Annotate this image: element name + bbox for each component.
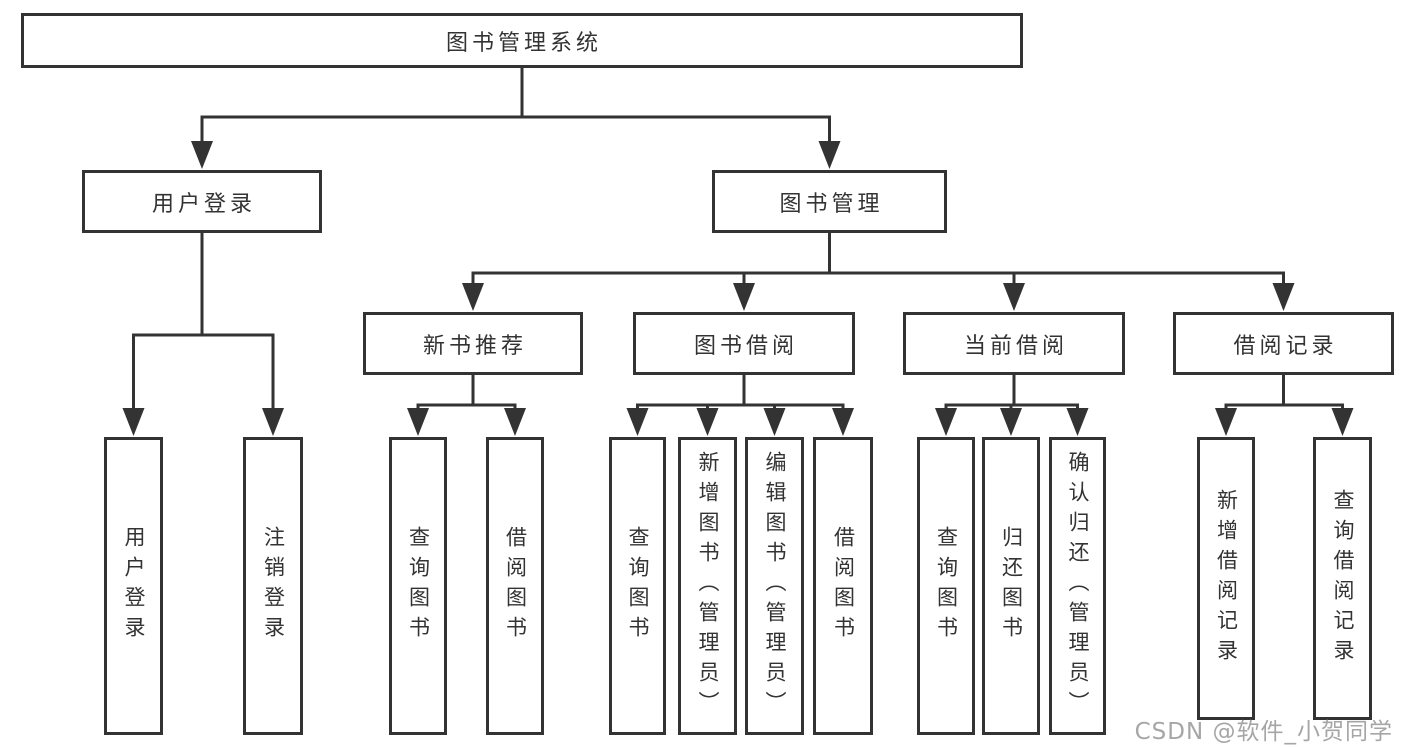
node-leaf-current-confirm-admin: 确认归还（管理员） [1049,437,1106,735]
node-leaf-record-add: 新增借阅记录 [1197,437,1255,720]
node-leaf-borrow-borrow-label: 借阅图书 [831,526,856,646]
node-leaf-newbook-query-label: 查询图书 [406,526,431,646]
node-borrowing-records-label: 借阅记录 [1233,333,1338,359]
node-new-book-recommend: 新书推荐 [363,312,583,375]
node-book-management: 图书管理 [712,170,947,233]
node-leaf-current-query: 查询图书 [917,437,975,735]
node-leaf-current-confirm-admin-label: 确认归还（管理员） [1066,451,1090,721]
node-book-borrowing-label: 图书借阅 [693,333,798,359]
arrowhead [122,408,145,436]
node-user-login: 用户登录 [82,170,322,233]
arrowhead [462,283,484,311]
edge-userlogin-to-leaves [132,231,275,422]
node-leaf-borrow-borrow: 借阅图书 [813,437,873,735]
node-leaf-record-add-label: 新增借阅记录 [1214,488,1239,669]
node-leaf-logout: 注销登录 [243,437,303,735]
arrowhead [504,408,526,436]
arrowhead [935,408,957,436]
node-leaf-current-return-label: 归还图书 [999,526,1024,646]
arrowhead [407,408,429,436]
node-leaf-current-query-label: 查询图书 [934,526,959,646]
edge-level4-shafts [416,403,1344,422]
arrowhead [696,408,719,436]
arrowhead [191,141,213,169]
arrowhead [262,408,284,436]
node-user-login-label: 用户登录 [151,191,256,217]
watermark: CSDN @软件_小贺同学 [1134,719,1393,745]
node-leaf-borrow-edit-admin: 编辑图书（管理员） [745,437,804,735]
node-book-management-label: 图书管理 [779,191,884,217]
node-leaf-borrow-query: 查询图书 [609,437,666,735]
arrowhead [818,141,841,169]
node-leaf-user-login-label: 用户登录 [122,526,146,646]
node-leaf-newbook-query: 查询图书 [389,437,447,735]
node-current-borrowing-label: 当前借阅 [963,333,1068,359]
arrowhead [626,408,649,436]
arrowhead [763,408,786,436]
arrowhead [1331,408,1354,436]
node-leaf-borrow-add-admin-label: 新增图书（管理员） [696,451,720,721]
node-leaf-record-query: 查询借阅记录 [1313,437,1372,720]
edge-root-to-level2 [200,66,831,154]
arrowhead [832,408,854,436]
edge-bookmgmt-to-level3 [471,231,1285,297]
arrowheads [122,141,1354,436]
node-leaf-borrow-edit-admin-label: 编辑图书（管理员） [763,451,787,721]
node-root-label: 图书管理系统 [445,30,602,56]
node-leaf-logout-label: 注销登录 [261,526,286,646]
arrowhead [733,283,755,311]
node-leaf-current-return: 归还图书 [982,437,1040,735]
edge-level3-stubs [471,373,1285,407]
arrowhead [1215,408,1237,436]
node-new-book-recommend-label: 新书推荐 [422,333,527,359]
arrowhead [1066,408,1089,436]
node-leaf-record-query-label: 查询借阅记录 [1331,488,1355,669]
node-leaf-newbook-borrow: 借阅图书 [486,437,544,735]
node-leaf-user-login: 用户登录 [104,437,163,735]
node-current-borrowing: 当前借阅 [903,312,1125,375]
node-leaf-borrow-add-admin: 新增图书（管理员） [678,437,737,735]
node-leaf-newbook-borrow-label: 借阅图书 [503,526,528,646]
node-leaf-borrow-query-label: 查询图书 [626,526,650,646]
node-root: 图书管理系统 [21,13,1023,68]
arrowhead [1000,408,1022,436]
node-borrowing-records: 借阅记录 [1173,312,1394,375]
node-book-borrowing: 图书借阅 [633,312,855,375]
arrowhead [1272,283,1295,311]
arrowhead [1003,283,1025,311]
